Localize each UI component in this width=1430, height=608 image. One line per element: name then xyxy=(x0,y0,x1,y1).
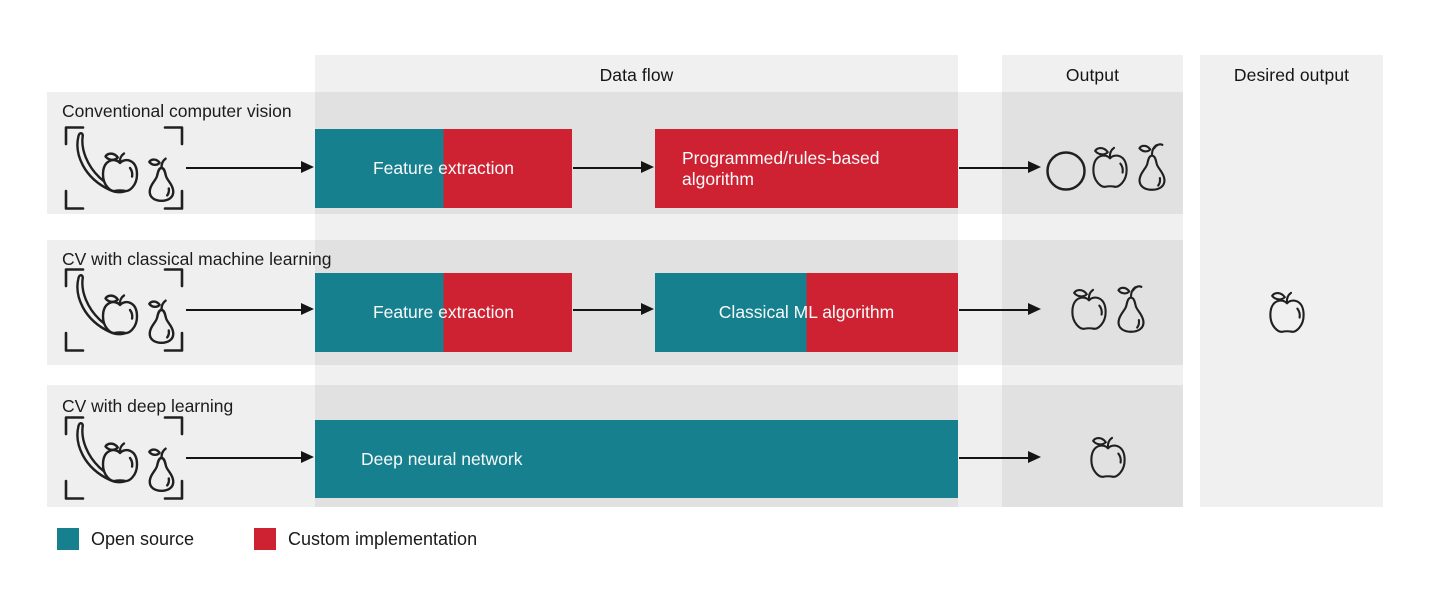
output-icons-deep-learning xyxy=(1087,426,1129,482)
row-label-deep-learning: CV with deep learning xyxy=(62,396,234,416)
flow-arrow xyxy=(959,303,1041,315)
legend-swatch-custom-implementation xyxy=(254,528,276,550)
legend-label-custom-implementation: Custom implementation xyxy=(288,529,478,549)
stage-box-deep-neural-network: Deep neural network xyxy=(315,420,958,498)
apple-icon xyxy=(1071,288,1107,330)
desired-output-header: Desired output xyxy=(1233,64,1350,85)
stage-label: Feature extraction xyxy=(372,158,515,178)
output-header: Output xyxy=(1065,64,1120,85)
stage-box-feature-extraction-2: Feature extraction xyxy=(315,273,572,352)
flow-arrow xyxy=(573,303,654,315)
flow-arrow xyxy=(959,451,1041,463)
scan-fruits-icon xyxy=(64,416,184,500)
stage-label: Classical ML algorithm xyxy=(718,302,895,322)
scan-fruits-icon xyxy=(64,268,184,352)
flow-arrow xyxy=(186,451,314,463)
stage-box-classical-ml-algorithm: Classical ML algorithm xyxy=(655,273,958,352)
legend-label-open-source: Open source xyxy=(91,529,195,549)
stage-label: Programmed/rules-based algorithm xyxy=(682,147,880,189)
input-image-conventional xyxy=(64,124,184,212)
stage-box-programmed-algorithm: Programmed/rules-based algorithm xyxy=(655,129,958,208)
output-column: Output xyxy=(1002,55,1183,507)
flow-arrow xyxy=(959,161,1041,173)
row-band-classical-ml xyxy=(47,240,1183,365)
output-icons-classical-ml xyxy=(1068,278,1150,334)
stage-label: Feature extraction xyxy=(372,302,515,322)
desired-output-column: Desired output xyxy=(1200,55,1383,507)
stage-box-feature-extraction-1: Feature extraction xyxy=(315,129,572,208)
apple-icon xyxy=(1092,146,1128,188)
flow-arrow xyxy=(573,161,654,173)
pear-icon xyxy=(1138,143,1166,191)
input-image-classical-ml xyxy=(64,266,184,354)
desired-output-icons xyxy=(1266,281,1308,337)
apple-icon xyxy=(1090,436,1126,478)
dataflow-header: Data flow xyxy=(599,64,674,85)
output-icons-conventional xyxy=(1045,136,1171,192)
flow-arrow xyxy=(186,161,314,173)
row-band-conventional xyxy=(47,92,1183,214)
apple-icon xyxy=(1269,291,1305,333)
stage-label: Deep neural network xyxy=(361,448,523,469)
row-label-conventional: Conventional computer vision xyxy=(62,101,292,121)
circle-icon xyxy=(1046,151,1086,191)
scan-fruits-icon xyxy=(64,126,184,210)
legend-swatch-open-source xyxy=(57,528,79,550)
flow-arrow xyxy=(186,303,314,315)
pear-icon xyxy=(1117,285,1145,333)
row-label-classical-ml: CV with classical machine learning xyxy=(62,249,332,269)
input-image-deep-learning xyxy=(64,414,184,502)
